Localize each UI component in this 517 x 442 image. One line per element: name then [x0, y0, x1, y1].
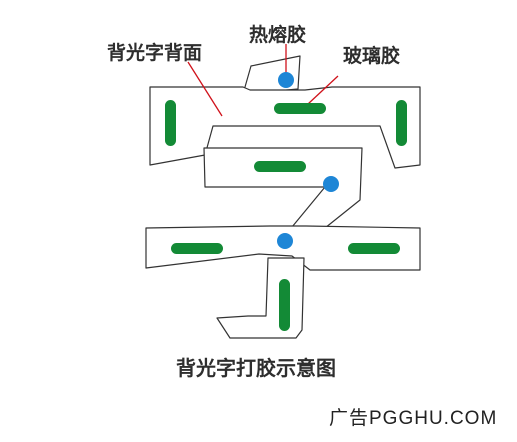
watermark: 广告PGGHU.COM	[329, 408, 498, 429]
char-hook	[216, 257, 305, 339]
leader-glass-glue	[307, 75, 339, 105]
glass-glue-strip	[165, 100, 176, 146]
leader-lines	[187, 44, 339, 117]
glass-glue-strip	[171, 243, 223, 254]
label-back-face: 背光字背面	[107, 42, 203, 64]
glass-glue-strip	[348, 243, 400, 254]
hot-melt-dot	[277, 233, 293, 249]
glass-glue-strip	[396, 100, 407, 146]
glass-glue-strip	[279, 279, 290, 331]
leader-back-face	[187, 61, 223, 117]
label-hot-melt: 热熔胶	[249, 24, 307, 46]
glass-glue-strips	[165, 100, 407, 331]
diagram-caption: 背光字打胶示意图	[176, 356, 336, 380]
hot-melt-dot	[323, 176, 339, 192]
glass-glue-strip	[274, 103, 326, 114]
char-upper-bar	[203, 147, 363, 229]
hot-melt-dot	[278, 72, 294, 88]
label-glass-glue: 玻璃胶	[343, 45, 401, 67]
hot-melt-dots	[277, 72, 339, 249]
glass-glue-strip	[254, 161, 306, 172]
